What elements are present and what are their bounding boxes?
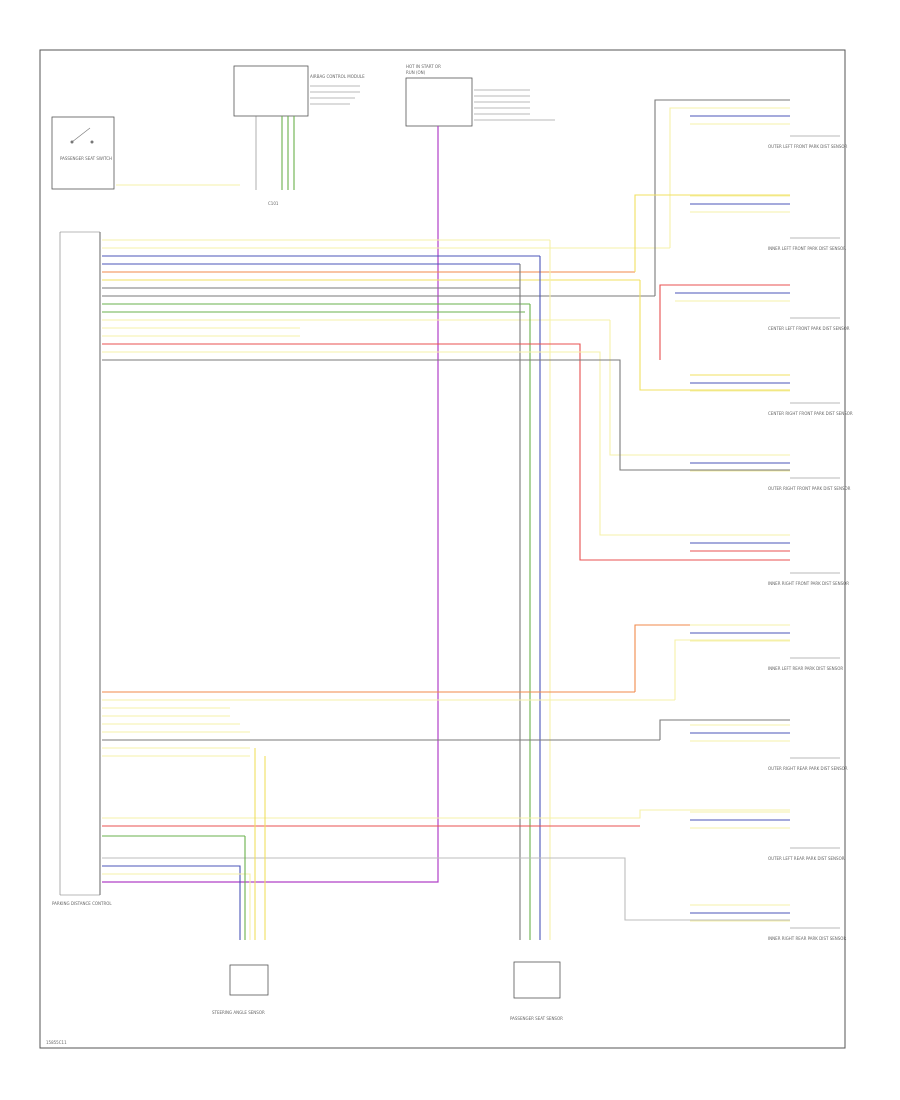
wire-50 [102,873,251,940]
passenger-seat-switch: PASSENGER SEAT SWITCH [51,116,115,190]
airbag-module-label: AIRBAG CONTROL MODULE [310,74,365,79]
top-connector-label: C101 [268,201,279,206]
wire-30 [102,359,790,471]
wire-28 [102,343,790,561]
sensor-label-2: INNER LEFT FRONT PARK DIST SENSOR [768,246,846,251]
footer-code: 15855C11 [46,1040,67,1045]
passenger-seat-switch-label: PASSENGER SEAT SWITCH [60,156,112,161]
sensor-label-4: CENTER RIGHT FRONT PARK DIST SENSOR [768,411,853,416]
wire-27 [609,320,790,456]
sensor-label-1: OUTER LEFT FRONT PARK DIST SENSOR [768,144,848,149]
passenger-seat-sensor-label: PASSENGER SEAT SENSOR [510,1016,563,1021]
wire-49 [102,865,241,940]
steering-sensor-label: STEERING ANGLE SENSOR [212,1010,265,1015]
passenger-seat-sensor: PASSENGER SEAT SENSOR [510,961,563,1021]
wire-24 [634,194,790,272]
wire-23 [654,99,790,296]
wire-25 [639,280,790,391]
sensor-label-5: OUTER RIGHT FRONT PARK DIST SENSOR [768,486,851,491]
wire-group [102,99,790,940]
wire-22 [669,107,790,248]
sensor-label-7: INNER LEFT REAR PARK DIST SENSOR [768,666,843,671]
sensor-label-3: CENTER LEFT FRONT PARK DIST SENSOR [768,326,850,331]
header-line1: HOT IN START OR [406,64,441,69]
wire-48 [102,857,790,921]
parking-distance-control-module: PARKING DISTANCE CONTROL [52,231,112,906]
steering-angle-sensor: STEERING ANGLE SENSOR [212,964,269,1015]
wire-45 [102,809,790,819]
sensor-label-6: INNER RIGHT FRONT PARK DIST SENSOR [768,581,849,586]
airbag-control-module: AIRBAG CONTROL MODULE [233,65,365,117]
sensor-label-8: OUTER RIGHT REAR PARK DIST SENSOR [768,766,848,771]
hot-in-run-box: HOT IN START OR RUN (ON) [405,64,555,127]
header-line2: RUN (ON) [406,70,426,75]
wire-43 [674,639,790,700]
wire-29 [102,351,790,536]
sensor-label-10: INNER RIGHT REAR PARK DIST SENSOR [768,936,846,941]
diagram-frame [39,49,846,1049]
sensor-label-9: OUTER LEFT REAR PARK DIST SENSOR [768,856,845,861]
sensor-group: OUTER LEFT FRONT PARK DIST SENSOR INNER L… [768,135,853,941]
wire-26 [659,284,790,360]
pdc-module-label: PARKING DISTANCE CONTROL [52,901,112,906]
wire-44 [659,719,790,740]
wire-42 [634,624,790,692]
wire-6 [102,126,439,883]
